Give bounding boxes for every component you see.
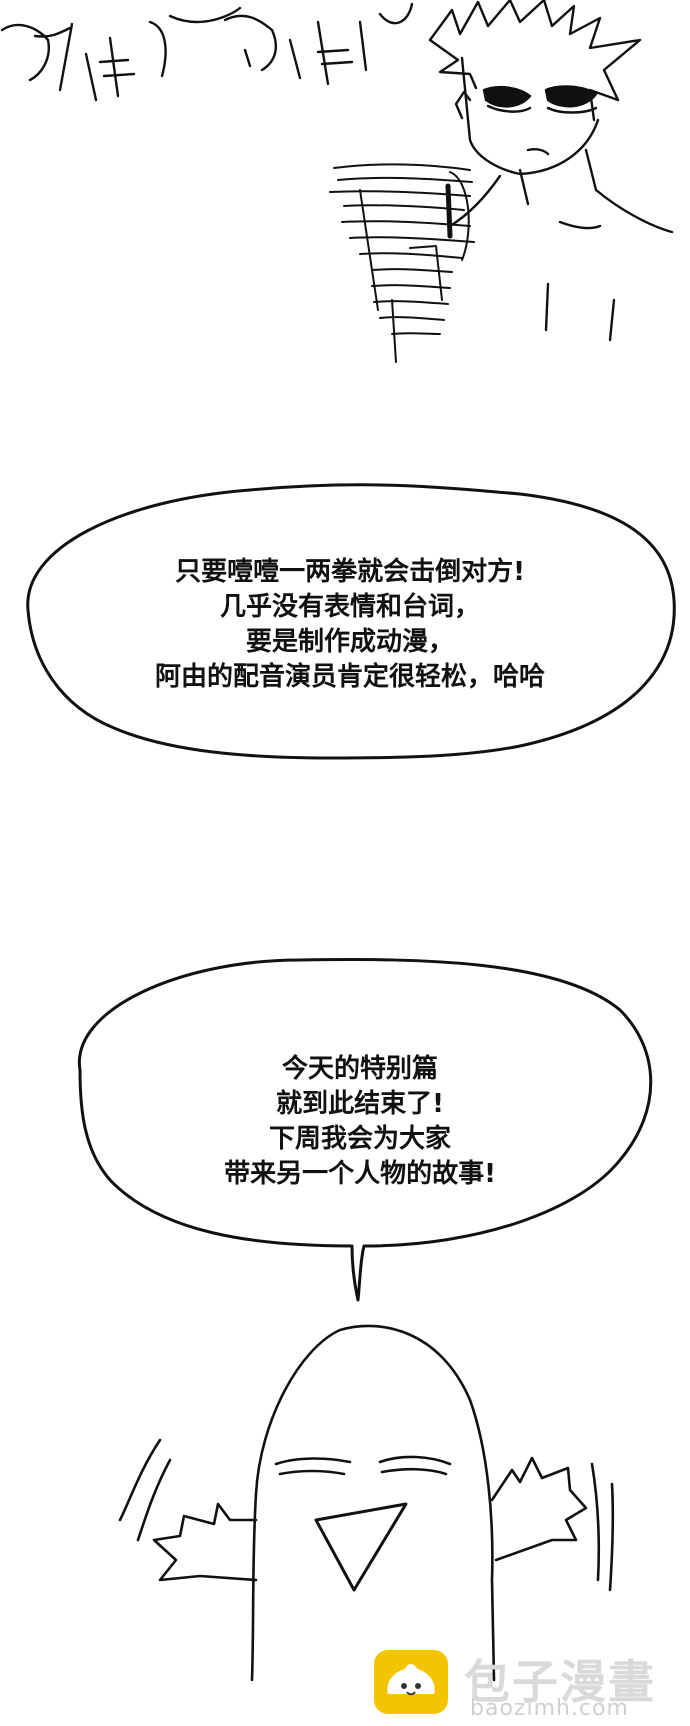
bun-logo-icon (374, 1650, 448, 1714)
crowd-sketch (0, 2, 414, 102)
spiky-hair-man (428, 0, 674, 342)
bubble-2-line-1: 今天的特别篇 (281, 1054, 438, 1084)
motion-fist (329, 163, 475, 363)
watermark-url[interactable]: baozimh.com (470, 1696, 629, 1721)
bubble-2-line-3: 下周我会为大家 (268, 1124, 451, 1154)
bubble-1-line-4: 阿由的配音演员肯定很轻松，哈哈 (154, 662, 545, 692)
bubble-2-line-4: 带来另一个人物的故事! (224, 1159, 496, 1189)
bubble-2-text: 今天的特别篇 就到此结束了! 下周我会为大家 带来另一个人物的故事! (160, 1052, 560, 1192)
watermark-title: 包子漫畫 (464, 1655, 656, 1709)
bubble-1-line-3: 要是制作成动漫， (245, 627, 454, 657)
bubble-1-line-2: 几乎没有表情和台词， (219, 592, 480, 622)
site-watermark: 包子漫畫 baozimh.com (374, 1646, 674, 1721)
mascot-character (118, 1324, 615, 1682)
speech-bubble-2 (77, 958, 653, 1302)
bubble-1-line-1: 只要噎噎一两拳就会击倒对方! (175, 557, 525, 587)
bubble-1-text: 只要噎噎一两拳就会击倒对方! 几乎没有表情和台词， 要是制作成动漫， 阿由的配音… (90, 555, 610, 695)
speech-bubble-1 (26, 483, 676, 760)
bubble-2-line-2: 就到此结束了! (276, 1089, 444, 1119)
